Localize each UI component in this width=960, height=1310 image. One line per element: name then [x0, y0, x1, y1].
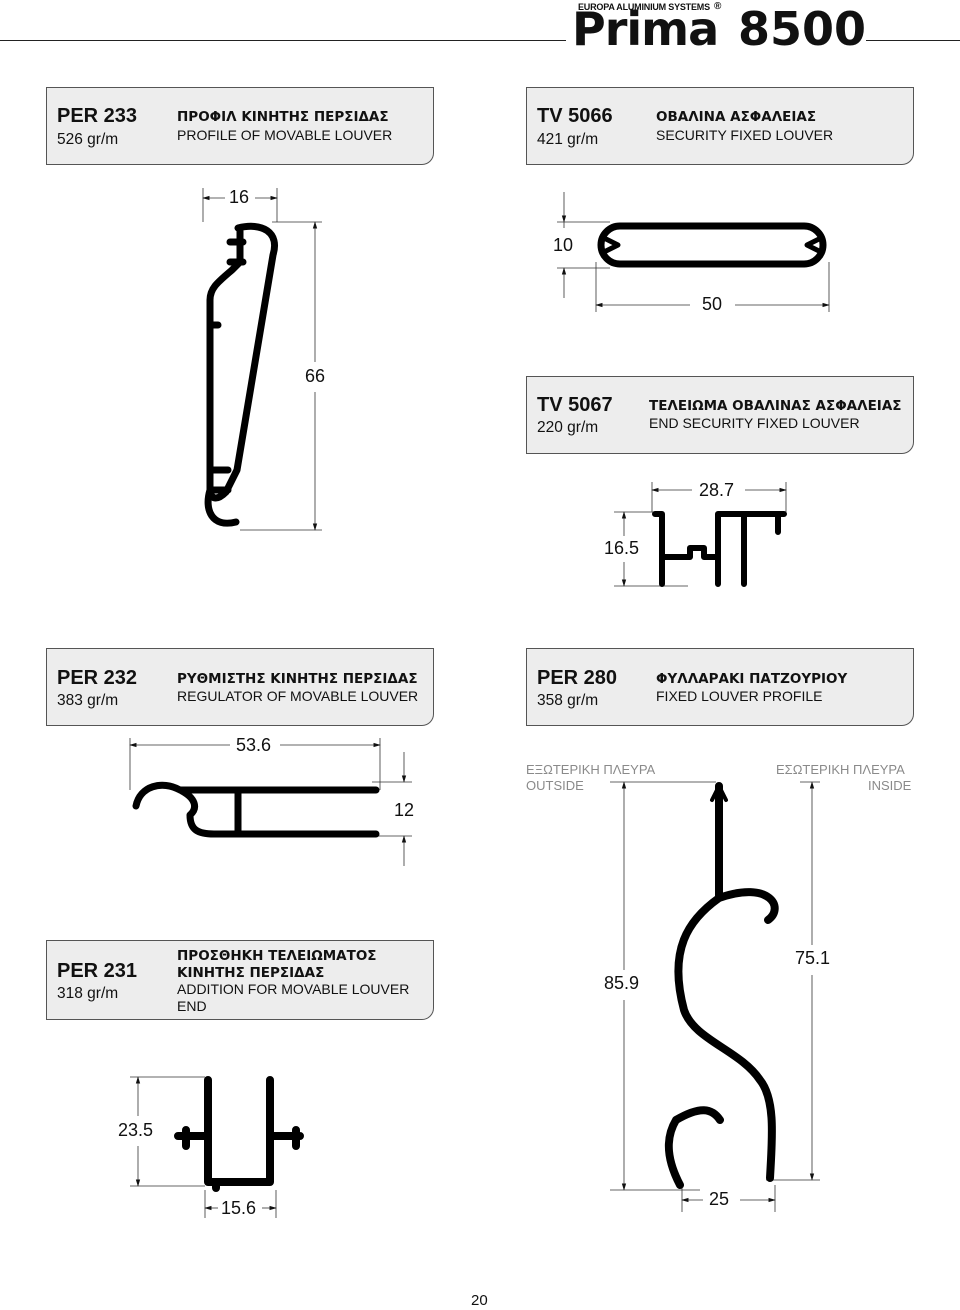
product-code: PER 231 [57, 960, 138, 982]
dim-per233-width: 16 [229, 187, 250, 207]
product-name-english: SECURITY FIXED LOUVER [656, 127, 834, 143]
product-box-per233: PER 233 526 gr/m ΠΡΟΦΙΛ ΚΙΝΗΤΗΣ ΠΕΡΣΙΔΑΣ… [46, 87, 434, 165]
dim-per280-outside-height: 85.9 [604, 973, 640, 993]
profile-outlines [132, 222, 827, 1192]
dim-tv5066-width: 50 [702, 294, 723, 314]
inside-label-english: INSIDE [868, 778, 912, 793]
dim-tv5067-height: 16.5 [604, 538, 640, 558]
profile-per233 [206, 222, 278, 502]
dim-per232-width: 53.6 [236, 735, 272, 755]
dim-per232-height: 12 [394, 800, 415, 820]
dim-per280-inside-height: 75.1 [795, 948, 831, 968]
dim-tv5067-width: 28.7 [699, 480, 735, 500]
product-box-per280: PER 280 358 gr/m ΦΥΛΛΑΡΑΚΙ ΠΑΤΖΟΥΡΙΟΥ FI… [526, 648, 914, 726]
product-name-english-line2: END [177, 998, 207, 1014]
brand-logo: Prima [572, 2, 719, 56]
profile-tv5066 [597, 222, 827, 268]
product-weight: 220 gr/m [537, 419, 599, 436]
registered-mark: ® [714, 1, 722, 12]
profile-per231 [174, 1076, 304, 1192]
product-code: PER 233 [57, 105, 138, 127]
product-name-greek: ΤΕΛΕΙΩΜΑ ΟΒΑΛΙΝΑΣ ΑΣΦΑΛΕΙΑΣ [649, 398, 902, 414]
series-number: 8500 [738, 2, 867, 56]
product-code: TV 5066 [537, 105, 613, 127]
page-number: 20 [471, 1292, 488, 1309]
profile-tv5067 [652, 511, 787, 587]
product-name-greek-line2: ΚΙΝΗΤΗΣ ΠΕΡΣΙΔΑΣ [177, 965, 325, 981]
product-box-tv5067: TV 5067 220 gr/m ΤΕΛΕΙΩΜΑ ΟΒΑΛΙΝΑΣ ΑΣΦΑΛ… [526, 376, 914, 454]
product-name-english-line1: ADDITION FOR MOVABLE LOUVER [177, 981, 410, 997]
profile-per280 [664, 782, 779, 1189]
inside-label-greek: ΕΣΩΤΕΡΙΚΗ ΠΛΕΥΡΑ [776, 762, 905, 777]
product-name-english: PROFILE OF MOVABLE LOUVER [177, 127, 393, 143]
header-rule-left [0, 40, 566, 41]
product-name-english: FIXED LOUVER PROFILE [656, 688, 823, 704]
dim-per280-width: 25 [709, 1189, 730, 1209]
product-code: TV 5067 [537, 394, 613, 416]
profile-per232 [132, 781, 380, 838]
product-name-english: END SECURITY FIXED LOUVER [649, 415, 860, 431]
brand-tagline: EUROPA ALUMINIUM SYSTEMS [578, 2, 710, 12]
outside-label-english: OUTSIDE [526, 778, 584, 793]
header-rule-right [866, 40, 960, 41]
product-name-greek-line1: ΠΡΟΣΘΗΚΗ ΤΕΛΕΙΩΜΑΤΟΣ [177, 948, 377, 964]
product-code: PER 280 [537, 667, 618, 689]
product-code: PER 232 [57, 667, 138, 689]
product-name-greek: ΠΡΟΦΙΛ ΚΙΝΗΤΗΣ ΠΕΡΣΙΔΑΣ [177, 109, 389, 125]
product-weight: 526 gr/m [57, 131, 119, 148]
product-box-tv5066: TV 5066 421 gr/m ΟΒΑΛΙΝΑ ΑΣΦΑΛΕΙΑΣ SECUR… [526, 87, 914, 165]
product-weight: 421 gr/m [537, 131, 599, 148]
product-name-greek: ΡΥΘΜΙΣΤΗΣ ΚΙΝΗΤΗΣ ΠΕΡΣΙΔΑΣ [177, 671, 418, 687]
outside-label-greek: ΕΞΩΤΕΡΙΚΗ ΠΛΕΥΡΑ [526, 762, 656, 777]
product-weight: 318 gr/m [57, 985, 119, 1002]
dim-per233-height: 66 [305, 366, 326, 386]
dim-per231-width: 15.6 [221, 1198, 257, 1218]
product-name-english: REGULATOR OF MOVABLE LOUVER [177, 688, 419, 704]
dim-tv5066-height: 10 [553, 235, 574, 255]
dim-per231-height: 23.5 [118, 1120, 154, 1140]
product-name-greek: ΦΥΛΛΑΡΑΚΙ ΠΑΤΖΟΥΡΙΟΥ [656, 671, 848, 687]
product-box-per231: PER 231 318 gr/m ΠΡΟΣΘΗΚΗ ΤΕΛΕΙΩΜΑΤΟΣ ΚΙ… [46, 940, 434, 1020]
product-name-greek: ΟΒΑΛΙΝΑ ΑΣΦΑΛΕΙΑΣ [656, 109, 817, 125]
product-weight: 383 gr/m [57, 692, 119, 709]
dimension-lines [129, 188, 830, 1218]
product-box-per232: PER 232 383 gr/m ΡΥΘΜΙΣΤΗΣ ΚΙΝΗΤΗΣ ΠΕΡΣΙ… [46, 648, 434, 726]
product-weight: 358 gr/m [537, 692, 599, 709]
